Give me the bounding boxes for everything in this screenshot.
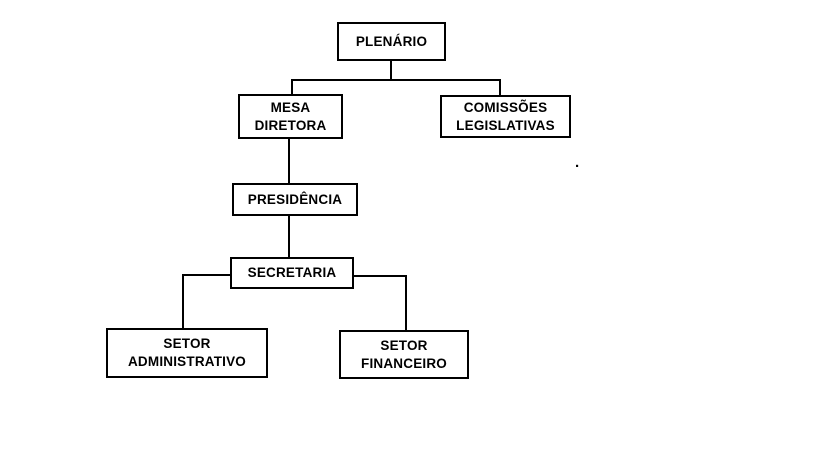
stray-period-text: . — [575, 154, 580, 171]
connector-drop-mesa-diretora — [291, 79, 293, 95]
connector-mesa-presidencia — [288, 138, 290, 184]
connector-drop-comissoes — [499, 79, 501, 96]
connector-presidencia-secretaria — [288, 215, 290, 258]
node-setor-administrativo: SETOR ADMINISTRATIVO — [106, 328, 268, 378]
node-plenario: PLENÁRIO — [337, 22, 446, 61]
connector-secretaria-financeiro — [405, 275, 407, 331]
node-setor-financeiro: SETOR FINANCEIRO — [339, 330, 469, 379]
node-mesa-diretora: MESA DIRETORA — [238, 94, 343, 139]
connector-secretaria-right-horizontal — [353, 275, 407, 277]
connector-secretaria-administrativo — [182, 274, 184, 329]
connector-plenario-stem — [390, 60, 392, 81]
node-comissoes-legislativas: COMISSÕES LEGISLATIVAS — [440, 95, 571, 138]
connector-top-horizontal-bar — [291, 79, 501, 81]
node-presidencia: PRESIDÊNCIA — [232, 183, 358, 216]
node-secretaria: SECRETARIA — [230, 257, 354, 289]
connector-secretaria-left-horizontal — [182, 274, 230, 276]
